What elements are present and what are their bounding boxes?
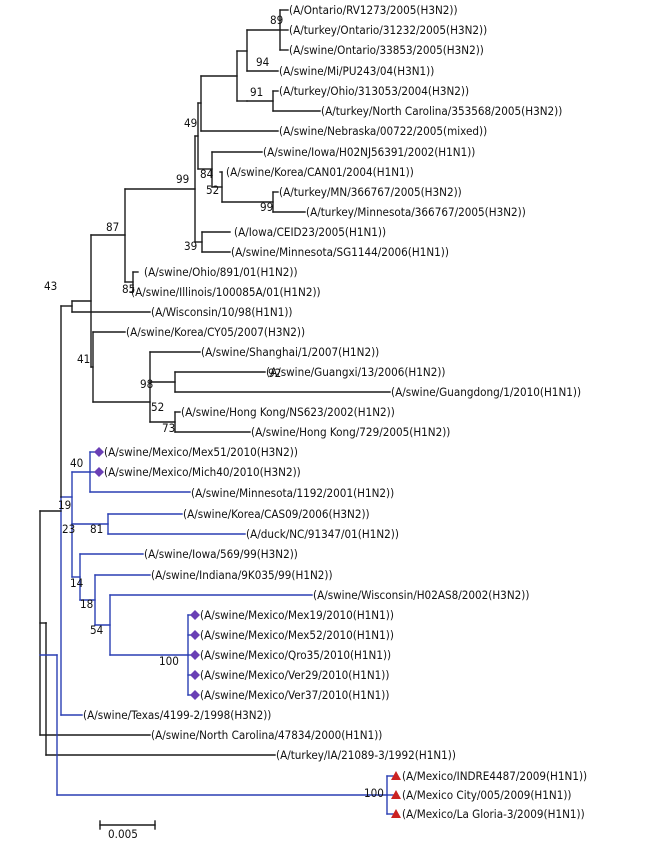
taxon-label: (A/Ontario/RV1273/2005(H3N2)) xyxy=(289,3,458,17)
diamond-marker xyxy=(94,447,104,457)
diamond-marker xyxy=(190,610,200,620)
taxon-label: (A/swine/North Carolina/47834/2000(H1N1)… xyxy=(151,728,382,742)
taxon-labels: (A/Ontario/RV1273/2005(H3N2)) (A/turkey/O… xyxy=(83,3,587,821)
bootstrap-value: 87 xyxy=(106,220,119,234)
scale-bar: 0.005 xyxy=(99,820,156,841)
bootstrap-value: 98 xyxy=(140,377,153,391)
bootstrap-value: 23 xyxy=(62,522,75,536)
taxon-label: (A/duck/NC/91347/01(H1N2)) xyxy=(246,527,399,541)
taxon-label: (A/swine/Nebraska/00722/2005(mixed)) xyxy=(279,124,487,138)
taxon-label: (A/swine/Wisconsin/H02AS8/2002(H3N2)) xyxy=(313,588,529,602)
taxon-label: (A/Mexico/INDRE4487/2009(H1N1)) xyxy=(402,769,587,783)
taxon-label: (A/swine/Mexico/Mich40/2010(H3N2)) xyxy=(104,465,301,479)
taxon-label: (A/swine/Mexico/Mex51/2010(H3N2)) xyxy=(104,445,298,459)
bootstrap-value: 85 xyxy=(122,282,135,296)
diamond-marker xyxy=(190,690,200,700)
bootstrap-value: 19 xyxy=(58,498,71,512)
taxon-label: (A/turkey/IA/21089-3/1992(H1N1)) xyxy=(276,748,456,762)
taxon-label: (A/swine/Mexico/Mex19/2010(H1N1)) xyxy=(200,608,394,622)
bootstrap-value: 14 xyxy=(70,576,84,590)
bootstrap-value: 84 xyxy=(200,167,214,181)
taxon-label: (A/swine/Mi/PU243/04(H3N1)) xyxy=(279,64,434,78)
taxon-label: (A/swine/Shanghai/1/2007(H1N2)) xyxy=(201,345,379,359)
taxon-label: (A/swine/Ontario/33853/2005(H3N2)) xyxy=(289,43,484,57)
bootstrap-value: 52 xyxy=(151,400,164,414)
taxon-label: (A/swine/Korea/CY05/2007(H3N2)) xyxy=(126,325,305,339)
bootstrap-value: 41 xyxy=(77,352,90,366)
scale-bar-label: 0.005 xyxy=(108,827,138,841)
diamond-marker xyxy=(190,650,200,660)
bootstrap-value: 18 xyxy=(80,597,93,611)
bootstrap-value: 91 xyxy=(250,85,263,99)
bootstrap-value: 81 xyxy=(90,522,103,536)
taxon-label: (A/swine/Iowa/569/99(H3N2)) xyxy=(144,547,298,561)
taxon-label: (A/turkey/MN/366767/2005(H3N2)) xyxy=(279,185,462,199)
triangle-marker xyxy=(391,809,401,818)
taxon-label: (A/swine/Indiana/9K035/99(H1N2)) xyxy=(151,568,333,582)
taxon-label: (A/swine/Mexico/Mex52/2010(H1N1)) xyxy=(200,628,394,642)
diamond-marker xyxy=(94,467,104,477)
taxon-label: (A/swine/Ohio/891/01(H1N2)) xyxy=(144,265,298,279)
taxon-label: (A/swine/Guangxi/13/2006(H1N2)) xyxy=(266,365,446,379)
taxon-label: (A/swine/Mexico/Ver37/2010(H1N1)) xyxy=(200,688,389,702)
bootstrap-value: 94 xyxy=(256,55,270,69)
bootstrap-values: 89 94 91 49 84 52 99 99 39 87 85 43 41 98 92 52 73 40 19 23… xyxy=(44,13,384,800)
taxon-label: (A/swine/Illinois/100085A/01(H1N2)) xyxy=(131,285,321,299)
taxon-label: (A/swine/Mexico/Ver29/2010(H1N1)) xyxy=(200,668,389,682)
diamond-marker xyxy=(190,670,200,680)
taxon-label: (A/swine/Guangdong/1/2010(H1N1)) xyxy=(391,385,581,399)
taxon-label: (A/turkey/Minnesota/366767/2005(H3N2)) xyxy=(306,205,526,219)
taxon-label: (A/Iowa/CEID23/2005(H1N1)) xyxy=(234,225,386,239)
diamond-marker xyxy=(190,630,200,640)
taxon-label: (A/swine/Mexico/Qro35/2010(H1N1)) xyxy=(200,648,391,662)
bootstrap-value: 39 xyxy=(184,239,197,253)
taxon-label: (A/turkey/North Carolina/353568/2005(H3N… xyxy=(321,104,562,118)
bootstrap-value: 99 xyxy=(260,200,273,214)
taxon-label: (A/swine/Hong Kong/729/2005(H1N2)) xyxy=(251,425,450,439)
taxon-label: (A/swine/Texas/4199-2/1998(H3N2)) xyxy=(83,708,271,722)
bootstrap-value: 73 xyxy=(162,421,175,435)
taxon-label: (A/swine/Hong Kong/NS623/2002(H1N2)) xyxy=(181,405,395,419)
bootstrap-value: 92 xyxy=(268,366,281,380)
bootstrap-value: 40 xyxy=(70,456,83,470)
taxon-label: (A/turkey/Ohio/313053/2004(H3N2)) xyxy=(279,84,469,98)
bootstrap-value: 49 xyxy=(184,116,197,130)
taxon-label: (A/swine/Korea/CAS09/2006(H3N2)) xyxy=(183,507,370,521)
bootstrap-value: 99 xyxy=(176,172,189,186)
taxon-label: (A/Mexico City/005/2009(H1N1)) xyxy=(402,788,571,802)
taxon-label: (A/swine/Minnesota/1192/2001(H1N2)) xyxy=(191,486,394,500)
bootstrap-value: 100 xyxy=(159,654,179,668)
taxon-label: (A/turkey/Ontario/31232/2005(H3N2)) xyxy=(289,23,487,37)
bootstrap-value: 52 xyxy=(206,183,219,197)
taxon-label: (A/Wisconsin/10/98(H1N1)) xyxy=(151,305,292,319)
tree-markers xyxy=(94,447,401,818)
triangle-marker xyxy=(391,771,401,780)
taxon-label: (A/Mexico/La Gloria-3/2009(H1N1)) xyxy=(402,807,585,821)
taxon-label: (A/swine/Iowa/H02NJ56391/2002(H1N1)) xyxy=(263,145,475,159)
tree-branches xyxy=(39,9,396,815)
bootstrap-value: 100 xyxy=(364,786,384,800)
triangle-marker xyxy=(391,790,401,799)
bootstrap-value: 54 xyxy=(90,623,104,637)
bootstrap-value: 43 xyxy=(44,279,57,293)
taxon-label: (A/swine/Minnesota/SG1144/2006(H1N1)) xyxy=(231,245,449,259)
taxon-label: (A/swine/Korea/CAN01/2004(H1N1)) xyxy=(226,165,414,179)
bootstrap-value: 89 xyxy=(270,13,283,27)
